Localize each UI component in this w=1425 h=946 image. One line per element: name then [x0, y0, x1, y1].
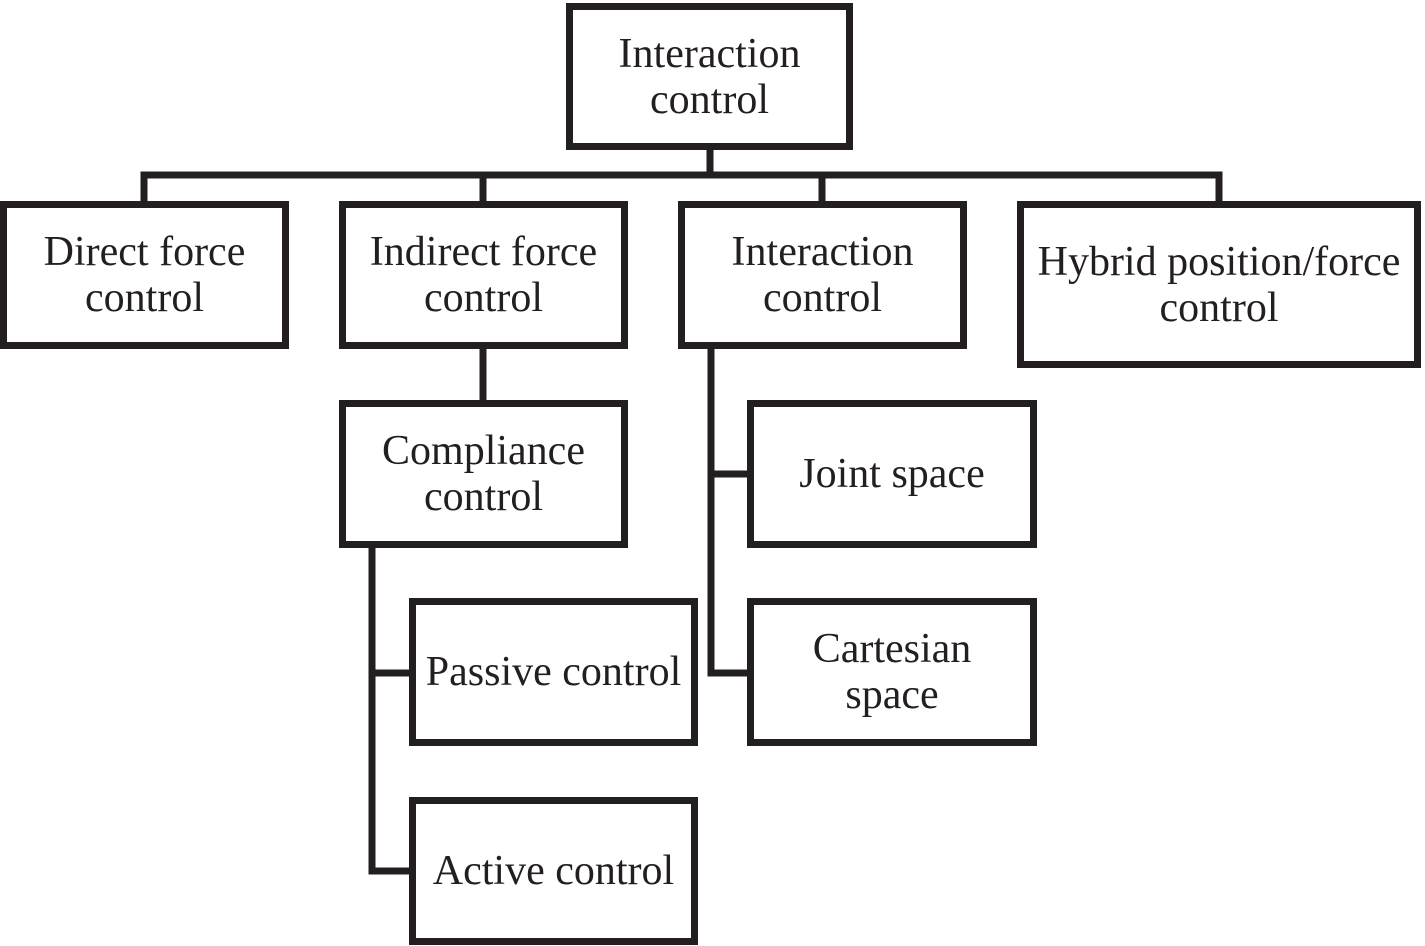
- node-label-line2: control: [763, 275, 882, 321]
- node-label-line1: Compliance: [382, 428, 585, 474]
- node-hybrid-position-force-control: Hybrid position/force control: [1017, 201, 1421, 368]
- node-cartesian-space: Cartesian space: [747, 598, 1037, 746]
- node-passive-control: Passive control: [409, 598, 698, 746]
- node-label-line2: control: [1159, 284, 1279, 331]
- node-interaction-control-root: Interaction control: [566, 3, 853, 150]
- node-label-line2: control: [424, 474, 543, 520]
- node-label-line1: Indirect force: [369, 229, 598, 275]
- node-label-line1: Direct force: [43, 229, 246, 275]
- node-direct-force-control: Direct force control: [0, 201, 289, 349]
- node-label-line1: Cartesian: [812, 626, 972, 672]
- node-label-line2: control: [650, 76, 769, 123]
- node-label-line1: Interaction: [731, 229, 914, 275]
- node-label-line1: Passive control: [425, 649, 682, 695]
- node-indirect-force-control: Indirect force control: [339, 201, 628, 349]
- node-label-line1: Interaction: [618, 30, 801, 77]
- node-interaction-control: Interaction control: [678, 201, 967, 349]
- node-joint-space: Joint space: [747, 400, 1037, 548]
- node-active-control: Active control: [409, 797, 698, 945]
- node-label-line1: Active control: [432, 848, 675, 894]
- node-label-line1: Joint space: [799, 451, 985, 497]
- node-compliance-control: Compliance control: [339, 400, 628, 548]
- node-label-line2: control: [424, 275, 543, 321]
- node-label-line2: space: [845, 672, 939, 718]
- node-label-line1: Hybrid position/force: [1037, 238, 1401, 285]
- node-label-line2: control: [85, 275, 204, 321]
